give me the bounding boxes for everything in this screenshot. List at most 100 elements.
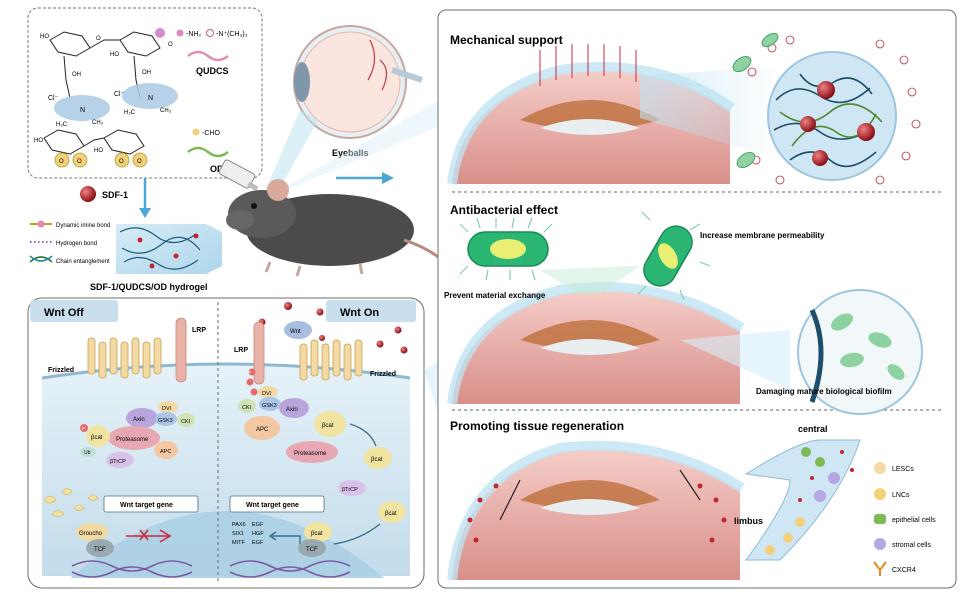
bcat-nuclear-on — [304, 522, 332, 542]
nuclear-entry-arrow — [333, 523, 381, 545]
lncs-icon — [874, 488, 886, 500]
cxcr4-icon — [873, 561, 887, 576]
tcf-label-on: TCF — [306, 547, 318, 553]
bcat-label-off: βcat — [91, 435, 103, 441]
group-quat: -N⁺(CH₃)₃ — [216, 31, 248, 38]
proteasome-off — [108, 426, 160, 450]
btrcp-off — [106, 452, 134, 468]
bcat-label-on: βcat — [322, 423, 334, 429]
legend-lescs: LESCs — [892, 466, 914, 473]
limbal-tissue-strip — [744, 439, 861, 561]
beam-right — [262, 100, 440, 200]
dna-on — [229, 560, 351, 578]
hetero-4: OH — [142, 70, 151, 76]
qudcs-chain-icon — [187, 50, 229, 62]
frizzled-receptor-on — [299, 339, 363, 381]
apc-label-on: APC — [256, 427, 269, 433]
tcf-off — [86, 539, 114, 557]
antibacterial-title: Antibacterial effect — [450, 203, 558, 217]
bond-legend-imine: Dynamic imine bond — [56, 223, 110, 229]
group-cho: -CHO — [202, 130, 220, 137]
quat-ammonium-2 — [122, 83, 178, 109]
hetero-1: N — [80, 107, 85, 114]
limbus-label: limbus — [734, 516, 763, 526]
group-nh2: -NH₂ — [186, 31, 201, 38]
qudcs-label: QUDCS — [196, 66, 229, 76]
sdf-sphere — [80, 186, 96, 202]
target-gene-box-off — [103, 495, 199, 513]
hetero-9: HO — [34, 138, 43, 144]
stromal-icon — [874, 538, 886, 550]
btrcp-on — [338, 480, 366, 496]
cornea-antibacterial — [447, 282, 745, 405]
bcat-on — [314, 411, 346, 437]
gene-six1: SIX1 — [232, 531, 244, 537]
tcf-label-off: TCF — [94, 547, 106, 553]
legend-stromal: stromal cells — [892, 542, 931, 549]
gsk3-label-off: GSK3 — [158, 418, 173, 424]
cho-group-icon — [192, 128, 200, 136]
phospho-off — [80, 424, 88, 432]
lrp-receptor-on — [253, 321, 265, 385]
hetero-10: HO — [94, 148, 103, 154]
bacterium-exchange — [459, 217, 553, 281]
central-label: central — [798, 424, 828, 434]
bcat-nuclear-label-on: βcat — [311, 531, 323, 537]
hetero-5: O — [96, 36, 101, 42]
target-gene-off: Wnt target gene — [120, 502, 173, 509]
wnt-on-tab[interactable] — [326, 300, 416, 322]
legend-lncs: LNCs — [892, 492, 910, 499]
gene-egf-2: EGF — [252, 540, 264, 546]
lrp-label-on: LRP — [234, 347, 248, 354]
aldehyde-2 — [72, 152, 88, 168]
qudcs-structure — [49, 31, 161, 99]
hetero-12: O — [77, 159, 82, 165]
od-label: OD — [210, 164, 224, 174]
gsk3-label-on: GSK3 — [262, 403, 277, 409]
hetero-2: N — [148, 95, 153, 102]
dvl-label-off: DVl — [162, 406, 171, 412]
od-chain-icon — [187, 146, 229, 158]
bcat-nuclear-entry-label: βcat — [385, 511, 397, 517]
proteasome-label-on: Proteasome — [294, 451, 327, 457]
sdf-particles-cornea — [467, 483, 727, 543]
hetero-7: HO — [40, 34, 49, 40]
cell-legend: LESCs LNCs epithelial cells stromal cell… — [873, 462, 936, 576]
quat-ammonium-1 — [54, 95, 110, 121]
dvl-off — [158, 401, 178, 413]
amine-label-2: CH₃ — [92, 120, 104, 126]
beam-wnt-right — [424, 360, 440, 420]
btrcp-label-off: βTrCP — [110, 459, 126, 465]
aldehyde-3 — [114, 152, 130, 168]
bacteria-mechanical — [732, 32, 779, 169]
ck1-label-on: CKI — [242, 405, 252, 411]
quat-group-icon — [206, 29, 214, 37]
apc-on — [244, 416, 280, 440]
phospho-label-on: P — [248, 370, 251, 375]
groucho-label-off: Groucho — [79, 531, 103, 537]
bcat-flow-arrow — [349, 423, 377, 447]
tcf-on — [298, 539, 326, 557]
lrp-receptor-off — [175, 317, 187, 383]
nh2-group-icon — [176, 29, 184, 37]
wnt-on-title: Wnt On — [340, 307, 379, 319]
legend-epithelial: epithelial cells — [892, 517, 936, 524]
regeneration-title: Promoting tissue regeneration — [450, 419, 624, 433]
ion-1: Cl⁻ — [48, 95, 59, 102]
hetero-6: O — [168, 42, 173, 48]
aldehyde-4 — [132, 152, 148, 168]
target-gene-on: Wnt target gene — [246, 502, 299, 509]
ub-label-off: Ub — [84, 450, 91, 456]
gene-egf: EGF — [252, 522, 264, 528]
wnt-off-tab[interactable] — [30, 300, 118, 322]
amine-label-1: H₃C — [56, 122, 68, 128]
wnt-ligand — [284, 321, 312, 339]
axin-label-on: Axin — [286, 407, 298, 413]
lrp-label-off: LRP — [192, 327, 206, 334]
target-gene-box-on — [229, 495, 325, 513]
hetero-13: O — [119, 159, 124, 165]
btrcp-label-on: βTrCP — [342, 487, 358, 493]
chemistry-box: N N OH OH O O HO HO Cl⁻ Cl⁻ H₃C CH₃ H₃C … — [27, 7, 263, 179]
sdf-label: SDF-1 — [102, 190, 128, 200]
